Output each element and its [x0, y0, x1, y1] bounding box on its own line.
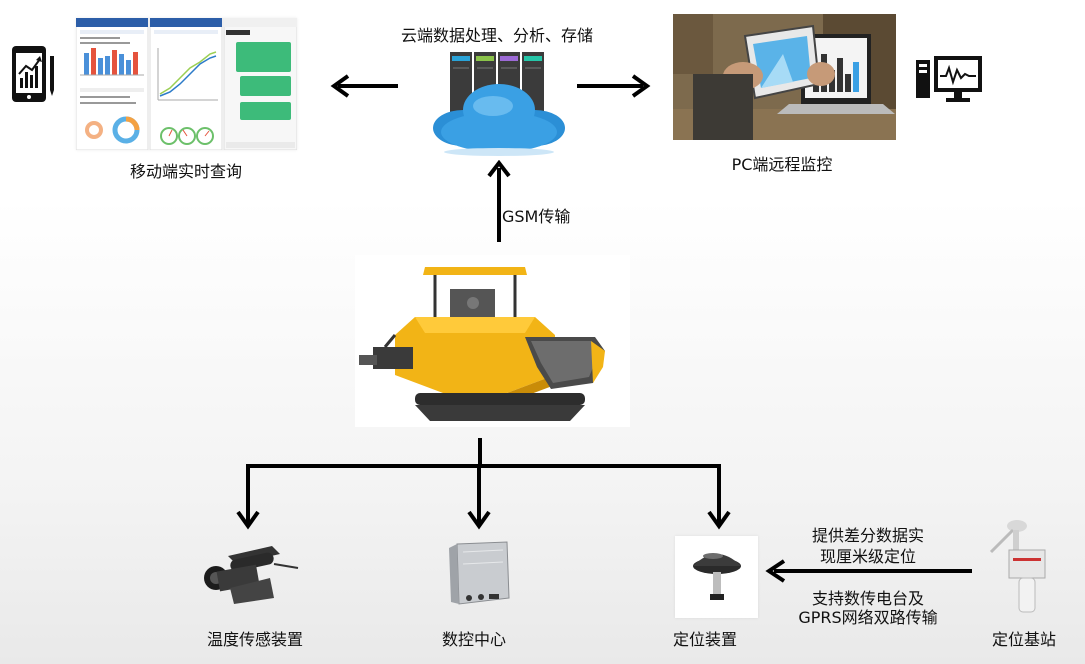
temperature-sensor-image — [200, 542, 300, 604]
cloud-processing-label: 云端数据处理、分析、存储 — [400, 26, 594, 45]
differential-text-line1: 提供差分数据实 — [811, 526, 925, 545]
differential-text-line2: 现厘米级定位 — [819, 547, 917, 566]
desktop-monitor-icon — [916, 54, 984, 104]
distribution-arrows — [230, 438, 740, 532]
mobile-phone-icon — [10, 44, 58, 106]
mobile-query-label: 移动端实时查询 — [129, 162, 243, 181]
pc-monitoring-photo — [673, 14, 896, 140]
pc-monitoring-label: PC端远程监控 — [731, 155, 833, 174]
paver-machine-image — [355, 255, 630, 427]
arrow-cloud-to-mobile — [330, 74, 400, 98]
base-station-image — [985, 516, 1051, 616]
cnc-center-label: 数控中心 — [441, 630, 507, 649]
base-station-label: 定位基站 — [991, 630, 1057, 649]
transmission-text-line1: 支持数传电台及 — [811, 589, 925, 608]
arrow-gsm-up — [487, 160, 511, 244]
cnc-center-image — [447, 540, 511, 608]
positioning-device-label: 定位装置 — [672, 630, 738, 649]
temperature-sensor-label: 温度传感装置 — [206, 630, 304, 649]
cloud-server-icon — [423, 48, 573, 158]
transmission-text-line2: GPRS网络双路传输 — [798, 608, 938, 627]
mobile-app-screens — [76, 18, 297, 150]
gsm-transmission-label: GSM传输 — [502, 207, 571, 226]
arrow-cloud-to-pc — [575, 74, 651, 98]
arrow-base-to-positioning — [764, 558, 974, 584]
positioning-device-image — [675, 536, 758, 618]
